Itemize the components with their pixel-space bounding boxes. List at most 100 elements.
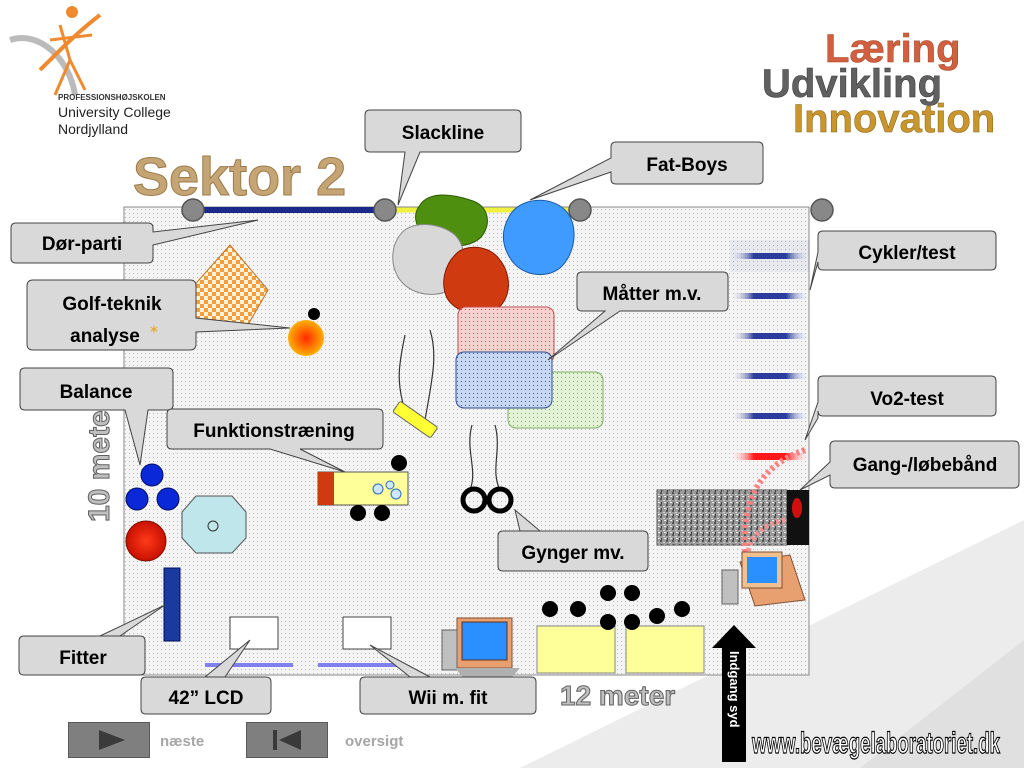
callout-fitter-label: Fitter <box>59 648 107 669</box>
function-dot <box>350 505 366 521</box>
balance-ball <box>156 487 180 511</box>
callout-golf-label-2: analyse <box>70 326 140 347</box>
chair <box>570 601 586 617</box>
wall-post-3 <box>568 198 592 222</box>
computer-wii <box>441 617 520 680</box>
balance-board-center <box>207 520 219 532</box>
callout-lcd-label: 42” LCD <box>169 688 244 709</box>
callout-fatboys: Fat-Boys <box>529 141 764 201</box>
bike-5 <box>730 413 810 419</box>
callout-fitter: Fitter <box>18 604 166 676</box>
page-title: Sektor 2 <box>133 147 346 207</box>
balance-ball-large <box>125 520 167 562</box>
tagline-udvikling: Udvikling <box>762 62 942 106</box>
wall-post-4 <box>810 198 834 222</box>
treadmill-cable <box>745 517 786 566</box>
vo2-tube <box>741 447 806 571</box>
tagline-innovation: Innovation <box>793 97 995 141</box>
callout-door: Dør-parti <box>10 219 259 264</box>
callout-vo2-label: Vo2-test <box>870 389 944 410</box>
vo2-bike <box>730 453 810 460</box>
callout-golf: Golf-teknik analyse * <box>26 279 291 351</box>
table-right <box>625 625 705 674</box>
balance-board <box>181 495 247 554</box>
height-dimension: 10 meter <box>83 398 116 522</box>
treadmill-belt <box>656 489 788 546</box>
callout-function-label: Funktionstræning <box>193 421 354 442</box>
overview-button[interactable] <box>246 722 328 758</box>
callout-treadmill-label: Gang-/løbebånd <box>853 455 998 476</box>
callout-golf-label-1: Golf-teknik <box>62 294 162 315</box>
rope-1 <box>398 334 406 411</box>
table-left <box>536 625 616 674</box>
rope-3 <box>469 424 474 491</box>
computer-treadmill <box>721 551 806 607</box>
next-button[interactable] <box>68 722 150 758</box>
chair <box>624 585 640 601</box>
callout-mats: Måtter m.v. <box>547 271 729 361</box>
bike-1 <box>730 253 810 259</box>
callout-swings-label: Gynger mv. <box>521 543 624 564</box>
callout-slackline: Slackline <box>364 109 522 206</box>
balance-ball <box>140 463 164 487</box>
callout-slackline-label: Slackline <box>402 123 484 144</box>
callout-vo2: Vo2-test <box>804 375 997 441</box>
callout-cycles: Cykler/test <box>809 230 997 291</box>
logo: PROFESSIONSHØJSKOLEN University College … <box>9 6 171 137</box>
golf-ball-marker <box>288 320 324 356</box>
bike-4 <box>730 373 810 379</box>
lcd-screen <box>229 616 279 650</box>
chair <box>542 601 558 617</box>
chair <box>674 601 690 617</box>
golf-dot <box>308 308 320 320</box>
entrance-label: Indgang syd <box>727 651 742 728</box>
star-icon: * <box>150 322 158 341</box>
function-ball <box>372 483 384 495</box>
wall-post-1 <box>181 198 205 222</box>
callout-wii-label: Wii m. fit <box>409 688 489 709</box>
callout-function: Funktionstræning <box>166 408 384 473</box>
callout-balance: Balance <box>19 367 174 466</box>
function-ball <box>390 488 402 500</box>
bike-3 <box>730 333 810 339</box>
callout-mats-label: Måtter m.v. <box>603 284 702 305</box>
tagline-laering: Læring <box>825 27 961 71</box>
balance-ball <box>125 487 149 511</box>
callout-door-label: Dør-parti <box>42 234 122 255</box>
function-bench-end <box>318 472 334 505</box>
website-url[interactable]: www.bevægelaboratoriet.dk <box>751 726 1001 760</box>
function-dot <box>391 455 407 471</box>
fatboy-blue <box>502 199 575 276</box>
swing-board <box>393 401 438 438</box>
mat-blue <box>455 351 553 409</box>
skip-back-icon <box>273 730 301 750</box>
callout-treadmill: Gang-/løbebånd <box>799 440 1020 491</box>
width-dimension: 12 meter <box>560 680 675 711</box>
chair <box>600 614 616 630</box>
callout-wii: Wii m. fit <box>359 644 537 715</box>
chair <box>649 608 665 624</box>
logo-line2: University College <box>58 104 171 120</box>
wii-screen <box>342 616 392 650</box>
background-swoosh-2 <box>860 640 1024 768</box>
logo-line1: PROFESSIONSHØJSKOLEN <box>58 93 166 102</box>
play-icon <box>99 730 125 750</box>
overview-label[interactable]: oversigt <box>345 733 404 750</box>
swing-ring-1 <box>460 486 488 514</box>
chair <box>600 585 616 601</box>
next-label[interactable]: næste <box>160 733 205 750</box>
bike-1-shade <box>730 240 810 272</box>
callout-swings: Gynger mv. <box>497 508 649 572</box>
entrance-arrow <box>712 625 756 762</box>
bike-2 <box>730 293 810 299</box>
treadmill-button <box>792 498 802 518</box>
function-ball <box>385 480 395 490</box>
logo-figure <box>9 35 78 96</box>
logo-line3: Nordjylland <box>58 121 128 137</box>
wall-post-2 <box>373 198 397 222</box>
callout-fatboys-label: Fat-Boys <box>646 155 727 176</box>
swing-ring-2 <box>486 486 514 514</box>
chair <box>624 614 640 630</box>
rope-2 <box>424 329 435 421</box>
